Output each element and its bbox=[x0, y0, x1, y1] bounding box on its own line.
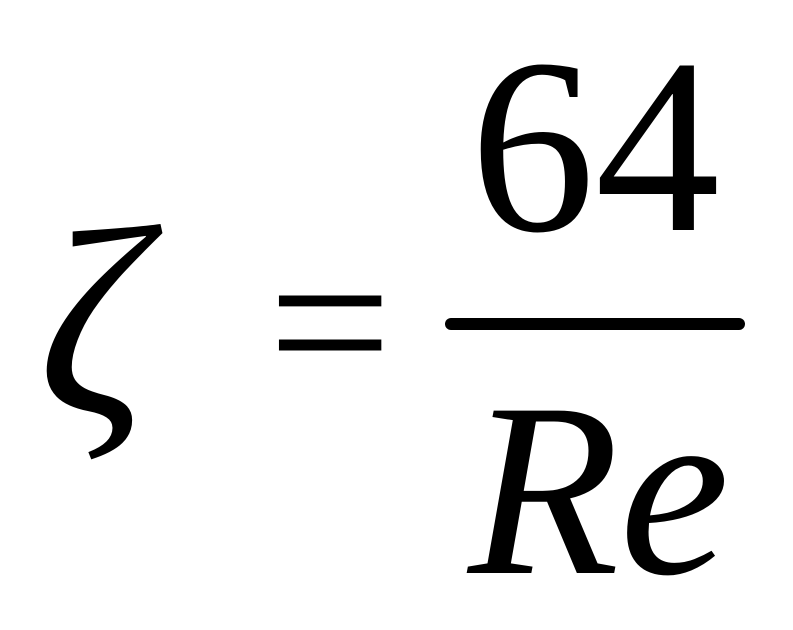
fraction-numerator: 64 bbox=[470, 8, 720, 285]
fraction-bar bbox=[445, 318, 745, 330]
fraction-denominator: Re bbox=[468, 352, 730, 627]
zeta-symbol: ζ bbox=[38, 173, 148, 472]
equals-sign: = bbox=[268, 200, 393, 444]
